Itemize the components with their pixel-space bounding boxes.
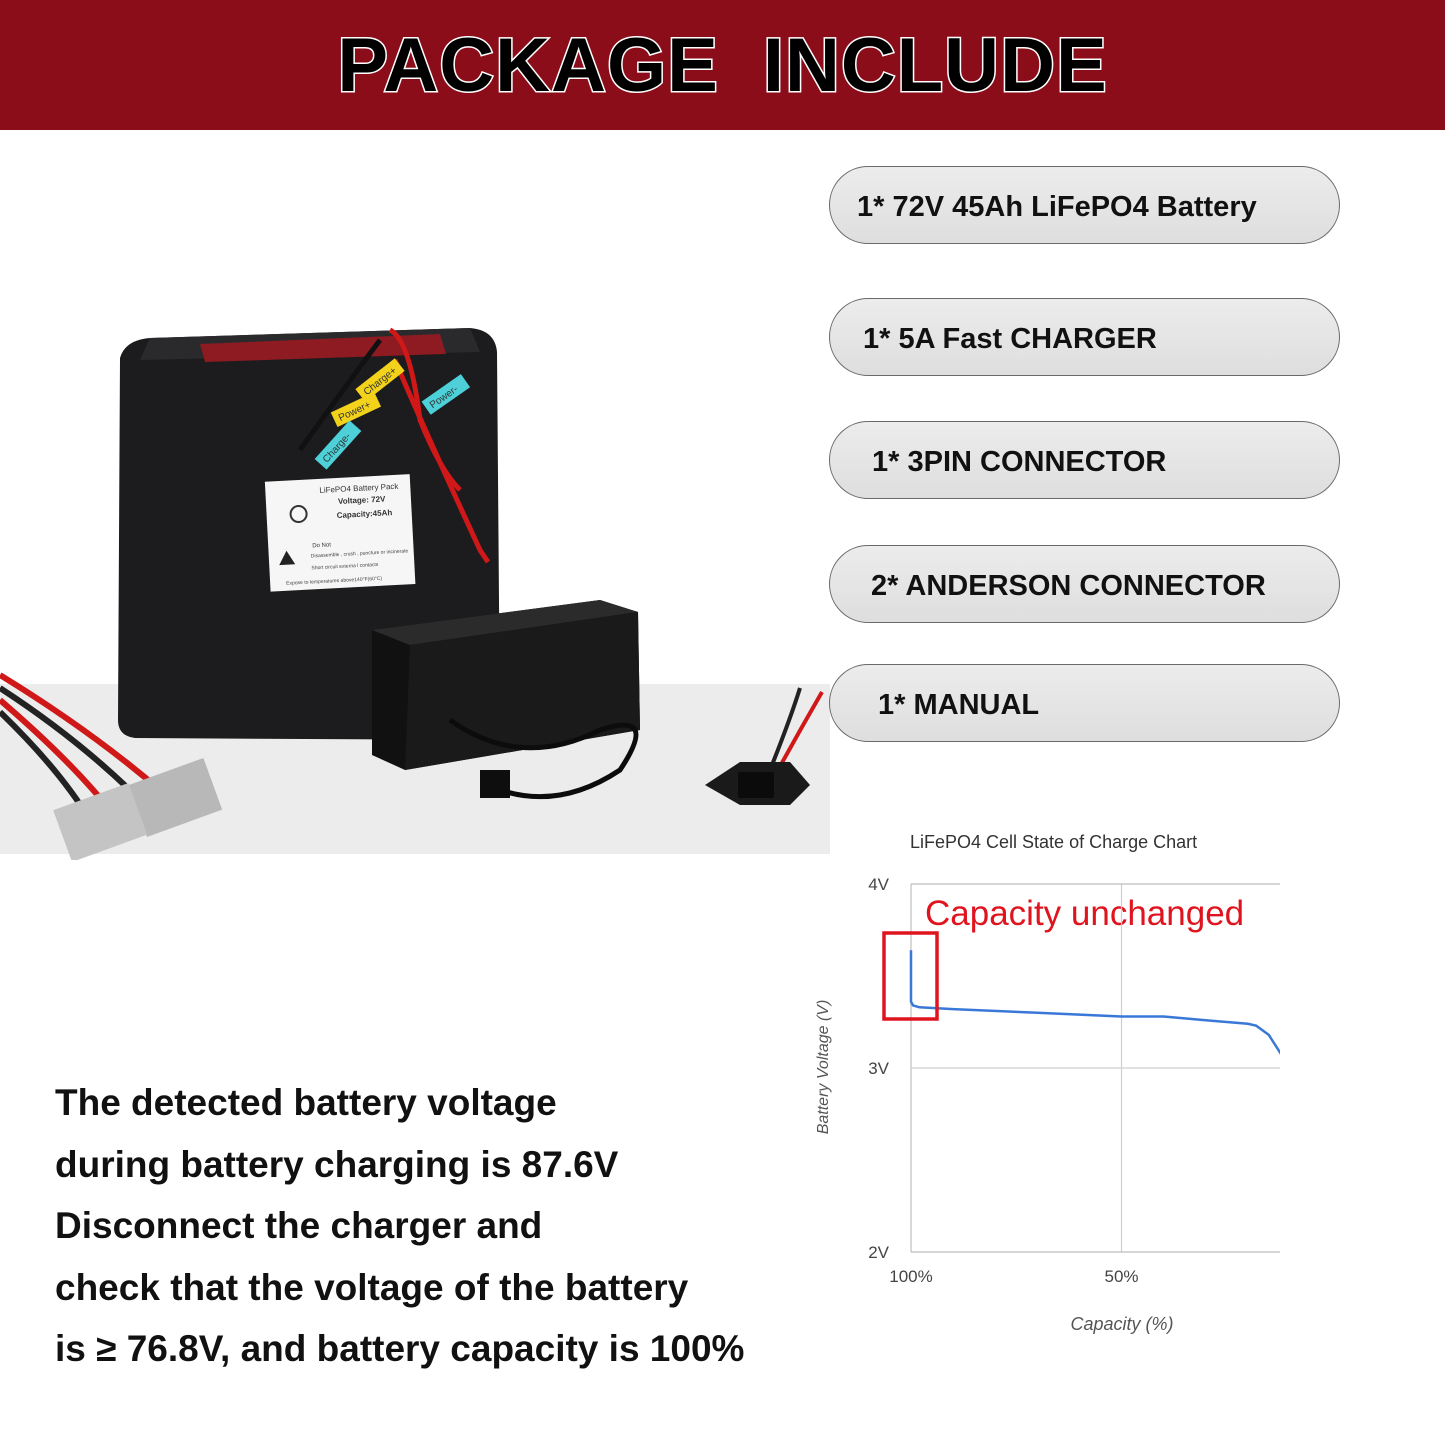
chart-annotation-box [882,931,939,1021]
package-item-label: 1* MANUAL [878,689,1040,721]
soc-chart-svg: LiFePO4 Cell State of Charge Chart Batte… [815,832,1344,1334]
three-pin-connector-image [705,687,824,805]
description-block: The detected battery voltage during batt… [55,1072,744,1380]
package-item-3pin-connector: 1* 3PIN CONNECTOR [829,421,1340,499]
package-item-manual: 1* MANUAL [829,664,1340,742]
package-item-label: 1* 3PIN CONNECTOR [872,446,1167,478]
package-item-charger: 1* 5A Fast CHARGER [829,298,1340,376]
package-item-label: 2* ANDERSON CONNECTOR [871,570,1266,602]
chart-y-tick-label: 3V [868,1059,889,1078]
package-item-label: 1* 72V 45Ah LiFePO4 Battery [857,191,1257,223]
description-line: is ≥ 76.8V, and battery capacity is 100% [55,1328,745,1369]
label-warning-2: Short circuit externa l contacts [311,562,379,572]
chart-x-tick-label: 100% [889,1267,932,1286]
chart-y-tick-label: 4V [868,875,889,894]
chart-annotation: Capacity unchanged [925,894,1244,933]
description-line: during battery charging is 87.6V [55,1143,619,1185]
chart-y-axis-label: Battery Voltage (V) [815,1000,832,1135]
header-banner: PACKAGE INCLUDE [0,0,1445,130]
label-warning-1: Disassemble , crush , puncture or incine… [311,548,409,559]
label-title: LiFePO4 Battery Pack [319,482,400,495]
label-warning-head: Do Not [312,542,331,549]
product-photo: LiFePO4 Battery Pack Voltage: 72V Capaci… [0,327,824,860]
label-voltage: Voltage: 72V [338,494,386,506]
package-item-label: 1* 5A Fast CHARGER [863,323,1157,355]
page-title: PACKAGE INCLUDE [336,22,1108,110]
package-item-anderson-connector: 2* ANDERSON CONNECTOR [829,545,1340,623]
description-line: Disconnect the charger and [55,1205,543,1246]
chart-x-tick-label: 50% [1104,1267,1138,1286]
chart-x-axis-label: Capacity (%) [1070,1314,1173,1334]
description-line: check that the voltage of the battery [55,1266,689,1308]
charger-image [372,600,640,800]
description-line: The detected battery voltage [55,1082,557,1123]
chart-series-line [909,950,1334,1161]
label-capacity: Capacity:45Ah [336,508,392,520]
chart-title: LiFePO4 Cell State of Charge Chart [910,832,1197,852]
soc-chart: LiFePO4 Cell State of Charge Chart Batte… [800,820,1344,1360]
package-item-battery: 1* 72V 45Ah LiFePO4 Battery [829,166,1340,244]
label-warning-3: Expose to temperatures above140°F(60°C) [286,576,383,587]
anderson-cable-image [0,672,223,860]
chart-y-tick-label: 2V [868,1243,889,1262]
